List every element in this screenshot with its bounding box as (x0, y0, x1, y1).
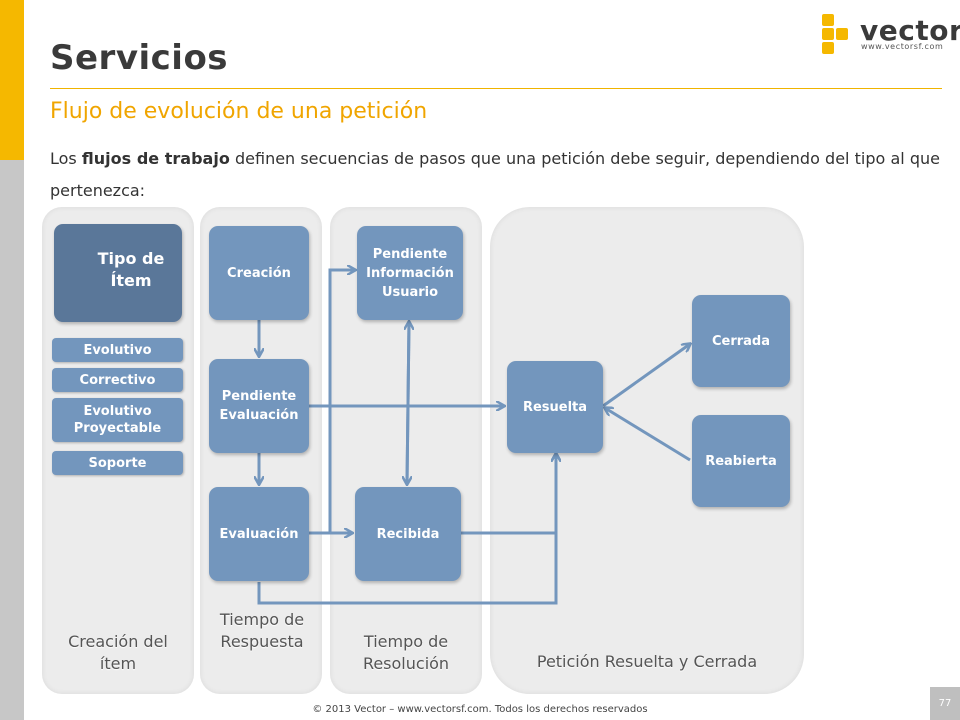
arrow-evaluacion-bottom-resuelta (257, 454, 556, 605)
state-resuelta: Resuelta (507, 361, 603, 453)
intro-part1: Los (50, 149, 82, 168)
column-label-resolution: Tiempo de Resolución (362, 632, 450, 673)
item-type-correctivo: Correctivo (52, 368, 183, 392)
page-title: Servicios (50, 38, 229, 78)
arrow-pendiente-info-recibida (407, 321, 409, 484)
item-type-soporte: Soporte (52, 451, 183, 475)
title-divider (50, 88, 942, 89)
state-creacion: Creación (209, 226, 309, 320)
logo-wordmark: vector (860, 14, 960, 47)
intro-text: Los flujos de trabajo definen secuencias… (50, 143, 940, 207)
left-gray-bar (0, 160, 24, 720)
state-evaluacion: Evaluación (209, 487, 309, 581)
footer-copyright: © 2013 Vector – www.vectorsf.com. Todos … (312, 704, 648, 715)
state-recibida: Recibida (355, 487, 461, 581)
left-yellow-bar (0, 0, 24, 160)
page-number-text: 77 (938, 698, 952, 709)
vector-logo-icon (822, 14, 848, 54)
page-number: 77 (930, 687, 960, 720)
state-cerrada: Cerrada (692, 295, 790, 387)
state-pendiente-info-usuario: Pendiente Información Usuario (357, 226, 463, 320)
item-type-evolutivo-proyectable: Evolutivo Proyectable (52, 398, 183, 442)
state-pendiente-evaluacion: Pendiente Evaluación (209, 359, 309, 453)
arrow-resuelta-cerrada (602, 344, 690, 408)
arrow-evaluacion-pendiente-info (308, 270, 355, 535)
logo-url: www.vectorsf.com (861, 42, 944, 51)
column-label-creation: Creación del ítem (68, 632, 168, 673)
column-label-response: Tiempo de Respuesta (219, 610, 305, 651)
arrow-reabierta-resuelta (605, 408, 691, 462)
arrow-recibida-resuelta (460, 454, 556, 535)
column-label-resolved: Petición Resuelta y Cerrada (536, 652, 758, 671)
page-subtitle: Flujo de evolución de una petición (50, 99, 428, 124)
intro-part2: definen secuencias de pasos que una peti… (50, 149, 941, 200)
item-type-evolutivo: Evolutivo (52, 338, 183, 362)
state-reabierta: Reabierta (692, 415, 790, 507)
item-type-header: Tipo de Ítem (54, 224, 182, 322)
intro-bold: flujos de trabajo (81, 149, 230, 168)
